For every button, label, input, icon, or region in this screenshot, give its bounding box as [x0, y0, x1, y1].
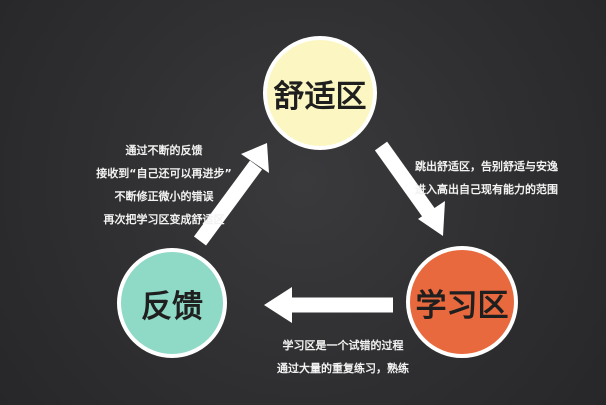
note-line: 不断修正微小的错误 [114, 190, 214, 203]
arrow-learning-to-feedback [264, 287, 393, 323]
note-line: 接收到“自己还可以再进步” [96, 167, 232, 180]
arrow-comfort-to-learning [374, 141, 445, 236]
note-line: 跳出舒适区，告别舒适与安逸 [415, 160, 558, 173]
arrow-feedback-to-comfort [193, 143, 269, 246]
note-line: 再次把学习区变成舒适区 [103, 213, 225, 226]
learning-zone-label: 学习区 [415, 287, 509, 324]
note-line: 进入高出自己现有能力的范围 [415, 183, 558, 196]
feedback-to-comfort-note: 通过不断的反馈 接收到“自己还可以再进步” 不断修正微小的错误 再次把学习区变成… [84, 139, 244, 231]
feedback-label: 反馈 [141, 288, 203, 325]
note-line: 通过不断的反馈 [125, 144, 203, 157]
learning-to-feedback-note: 学习区是一个试错的过程 通过大量的重复练习，熟练 [258, 334, 428, 380]
learning-zone-node: 学习区 [406, 246, 518, 358]
note-line: 学习区是一个试错的过程 [282, 339, 404, 352]
comfort-to-learning-note: 跳出舒适区，告别舒适与安逸 进入高出自己现有能力的范围 [415, 155, 558, 201]
note-line: 通过大量的重复练习，熟练 [277, 362, 409, 375]
feedback-node: 反馈 [117, 248, 227, 358]
comfort-zone-label: 舒适区 [273, 78, 367, 115]
comfort-zone-node: 舒适区 [263, 36, 377, 150]
